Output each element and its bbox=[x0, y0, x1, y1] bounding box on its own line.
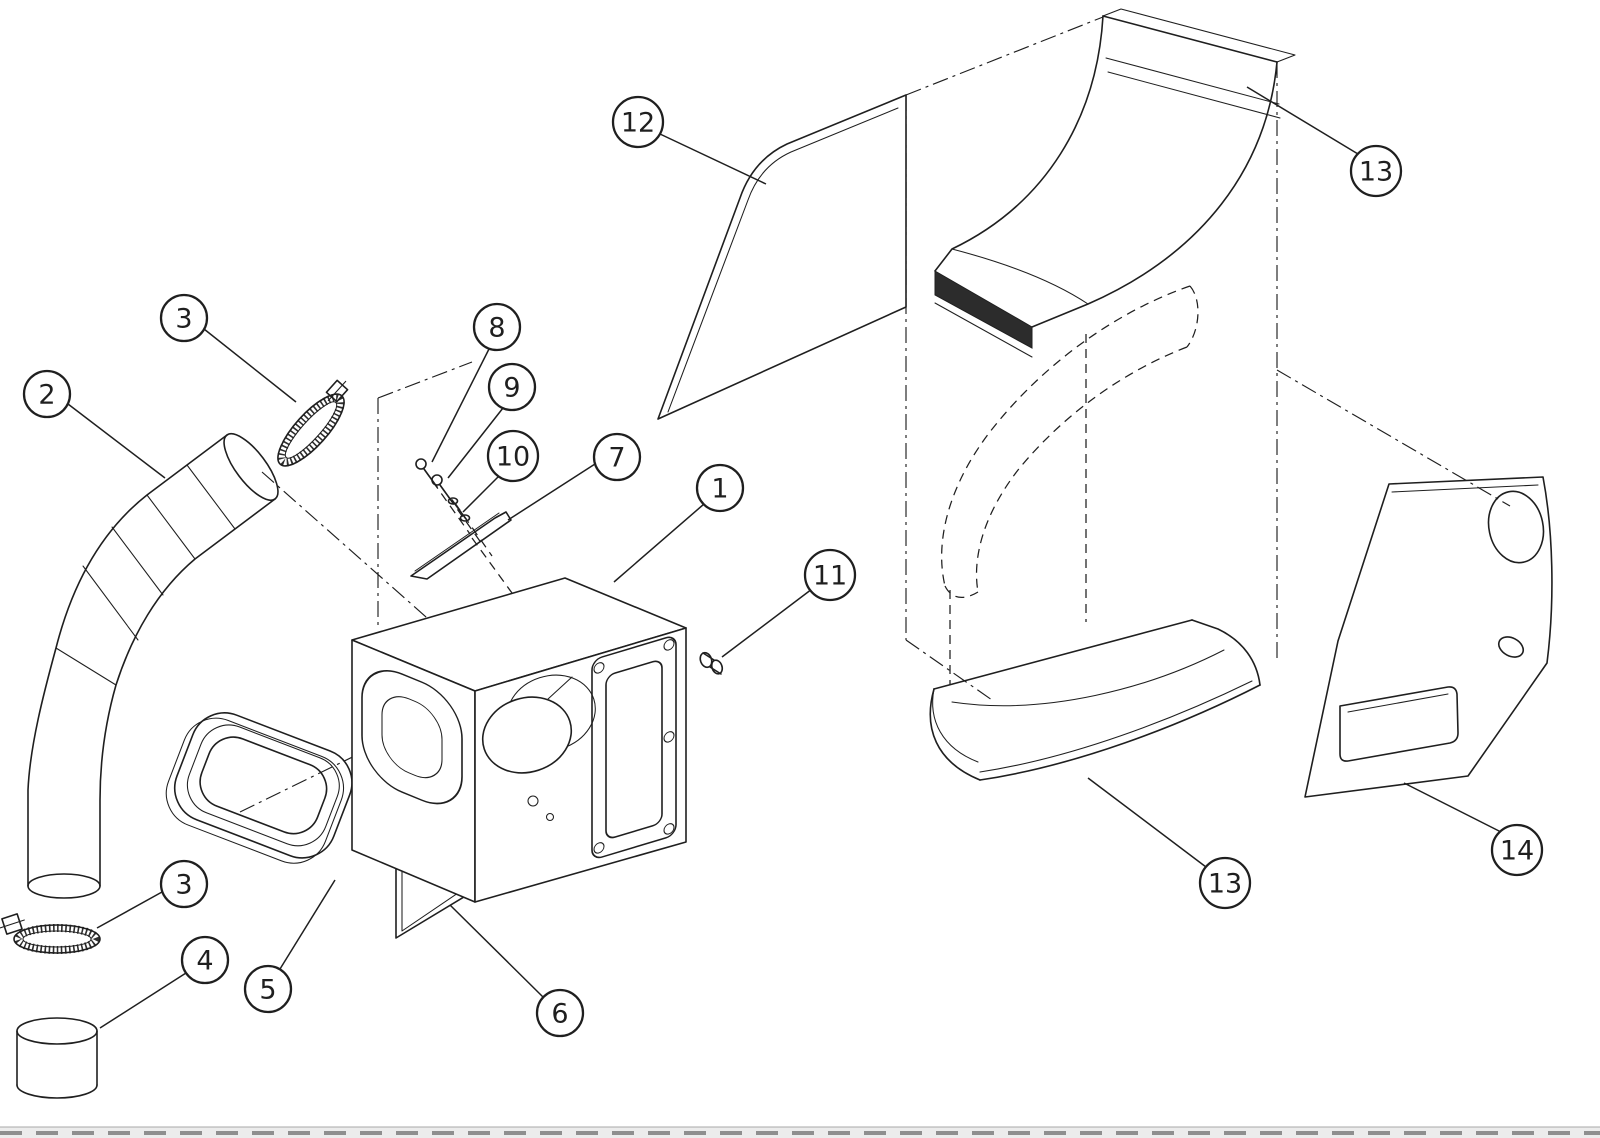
balloon-number: 3 bbox=[175, 304, 192, 335]
part-elbow-tube bbox=[27, 433, 279, 899]
balloon-number: 7 bbox=[608, 443, 625, 474]
balloon-number: 13 bbox=[1359, 157, 1393, 188]
balloon-number: 4 bbox=[196, 946, 213, 977]
part-duct-lower bbox=[929, 619, 1261, 781]
part-side-panel bbox=[657, 94, 907, 420]
callout-balloon-3-lower: 3 bbox=[96, 859, 209, 929]
balloon-number: 1 bbox=[711, 474, 728, 505]
balloon-number: 8 bbox=[488, 313, 505, 344]
balloon-number: 5 bbox=[259, 975, 276, 1006]
balloon-number: 2 bbox=[38, 380, 55, 411]
hidden-duct-outline bbox=[941, 285, 1199, 685]
callout-balloon-8: 8 bbox=[431, 302, 522, 463]
part-hose-clamp-lower bbox=[0, 913, 101, 954]
callout-balloon-14: 14 bbox=[1403, 782, 1544, 877]
page-edge-artifact bbox=[0, 1126, 1600, 1138]
callout-balloon-4: 4 bbox=[99, 935, 230, 1029]
balloon-number: 3 bbox=[175, 870, 192, 901]
balloon-number: 9 bbox=[503, 373, 520, 404]
callout-balloon-13-lower: 13 bbox=[1087, 777, 1252, 910]
part-strap-bracket bbox=[410, 511, 512, 580]
callout-balloon-7: 7 bbox=[507, 432, 642, 521]
part-fasteners bbox=[415, 458, 513, 594]
callout-balloon-5: 5 bbox=[243, 879, 336, 1014]
balloon-number: 12 bbox=[621, 108, 655, 139]
part-plug bbox=[699, 651, 724, 675]
callouts: 2 3 8 9 10 7 1 bbox=[22, 86, 1544, 1038]
part-end-bracket bbox=[1304, 476, 1553, 798]
part-gasket bbox=[165, 712, 353, 864]
callout-balloon-9: 9 bbox=[447, 362, 537, 479]
part-duct-upper bbox=[934, 8, 1296, 358]
callout-balloon-11: 11 bbox=[721, 548, 857, 658]
balloon-number: 11 bbox=[813, 561, 847, 592]
callout-balloon-1: 1 bbox=[613, 463, 745, 583]
callout-balloon-10: 10 bbox=[462, 429, 540, 513]
balloon-number: 14 bbox=[1500, 836, 1534, 867]
callout-balloon-13-upper: 13 bbox=[1246, 86, 1403, 198]
callout-balloon-6: 6 bbox=[449, 904, 585, 1038]
callout-balloon-3-upper: 3 bbox=[159, 293, 297, 403]
callout-balloon-2: 2 bbox=[22, 369, 166, 479]
balloon-number: 6 bbox=[551, 999, 568, 1030]
part-hose-clamp-upper bbox=[277, 379, 349, 467]
part-sleeve bbox=[16, 1017, 98, 1099]
callout-balloon-12: 12 bbox=[611, 95, 767, 185]
part-housing bbox=[351, 577, 687, 903]
balloon-number: 10 bbox=[496, 442, 530, 473]
balloon-number: 13 bbox=[1208, 869, 1242, 900]
